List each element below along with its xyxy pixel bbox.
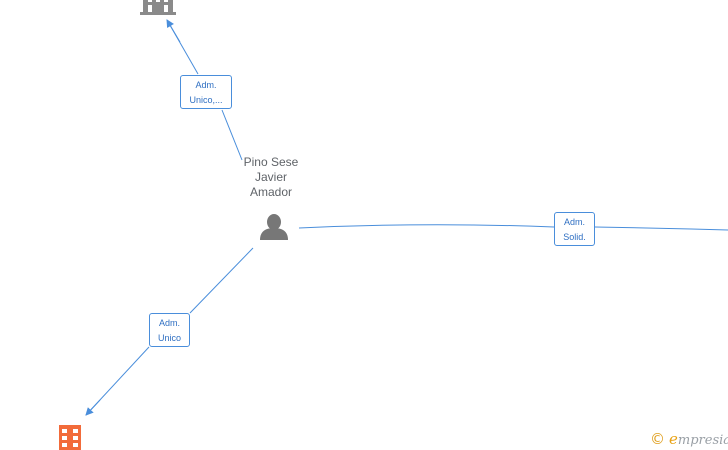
brand-logo-initial: e [669,430,678,448]
person-icon [260,214,288,240]
edge-label-bottom[interactable]: Adm. Unico [149,313,190,347]
person-name-line-1: Pino Sese [243,155,299,169]
company-node-top[interactable] [140,0,176,15]
building-icon [140,0,176,15]
edge-line-right [298,224,728,231]
building-icon [59,425,81,450]
brand-logo: empresia [669,430,728,448]
edge-arrow-top [166,19,181,43]
edge-label-top-line-1: Adm. [195,80,217,90]
edge-label-bottom-line-2: Unico [157,333,181,343]
person-node[interactable] [260,214,288,240]
empresia-watermark[interactable]: © empresia [650,429,728,449]
person-name-line-2: Javier [254,170,287,184]
edge-label-top[interactable]: Adm. Unico,... [180,75,232,109]
company-node-bottom[interactable] [59,425,81,450]
copyright-icon: © [650,430,665,448]
edge-label-right[interactable]: Adm. Solid. [554,212,595,246]
edge-label-right-line-2: Solid. [563,232,586,242]
edge-label-top-line-2: Unico,... [189,95,223,105]
person-name-label[interactable]: Pino Sese Javier Amador [228,155,314,200]
edge-arrow-bottom [85,399,101,416]
edge-label-right-line-1: Adm. [563,217,585,227]
brand-logo-rest: mpresia [677,433,728,448]
edge-label-bottom-line-1: Adm. [158,318,180,328]
person-name-line-3: Amador [249,185,293,199]
